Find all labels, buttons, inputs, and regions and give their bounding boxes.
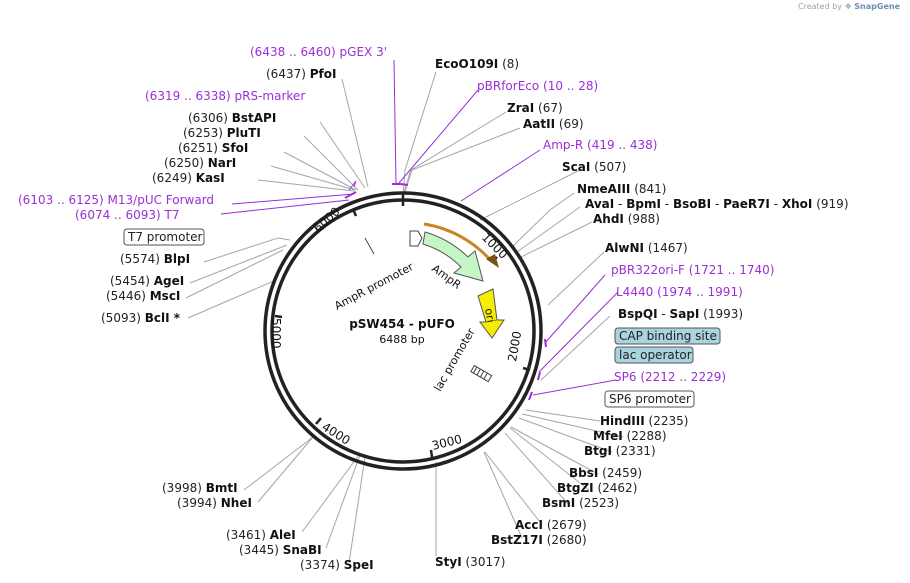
label-pluti: (6253) PluTI <box>183 126 261 140</box>
label-scai: ScaI (507) <box>562 160 626 174</box>
label-alwni: AlwNI (1467) <box>605 241 688 255</box>
label-ecoo109i: EcoO109I (8) <box>435 57 519 71</box>
cap-binding-box <box>614 327 721 345</box>
primer-mark-pbrforeco <box>399 183 409 186</box>
tick-2000 <box>522 366 531 372</box>
label-styi: StyI (3017) <box>435 555 505 569</box>
label-bmti: (3998) BmtI <box>162 481 238 495</box>
plasmid-size: 6488 bp <box>379 333 424 346</box>
label-cap: CAP binding site <box>619 329 717 343</box>
label-acci: AccI (2679) <box>515 518 587 532</box>
label-sfoi: (6251) SfoI <box>178 141 248 155</box>
tick-label-2000: 2000 <box>505 330 524 363</box>
label-ahdi: AhdI (988) <box>593 212 660 226</box>
ampr-orange-arrowhead <box>486 254 499 268</box>
label-snabi: (3445) SnaBI <box>239 543 322 557</box>
label-hindiii: HindIII (2235) <box>600 414 688 428</box>
label-agei: (5454) AgeI <box>110 274 184 288</box>
ampr-promoter-label: AmpR promoter <box>332 260 416 313</box>
label-ampr-primer: Amp-R (419 .. 438) <box>543 138 657 152</box>
ori-arrow <box>477 288 505 339</box>
label-pbr322: pBR322ori-F (1721 .. 1740) <box>611 263 774 277</box>
lac-promoter-feature <box>470 364 493 383</box>
features <box>364 222 505 383</box>
tick-4000 <box>315 417 322 425</box>
label-m13: (6103 .. 6125) M13/pUC Forward <box>18 193 214 207</box>
labels-right: AlwNI (1467) pBR322ori-F (1721 .. 1740) … <box>605 241 774 321</box>
primer-mark-pbr322 <box>544 338 547 348</box>
ampr-promoter-arrow <box>409 230 423 247</box>
label-bspqi: BspQI - SapI (1993) <box>618 307 743 321</box>
tick-5000 <box>274 314 283 319</box>
backbone-outer <box>263 191 543 471</box>
label-nhei: (3994) NheI <box>177 496 252 510</box>
label-kasi: (6249) KasI <box>152 171 225 185</box>
ori-label: ori <box>482 307 497 323</box>
label-avai: AvaI - BpmI - BsoBI - PaeR7I - XhoI (919… <box>585 197 849 211</box>
ampr-orange-arc <box>423 222 494 263</box>
lac-operator-box <box>614 346 694 364</box>
label-bcli: (5093) BclI * <box>101 311 181 325</box>
primer-mark-sp6 <box>528 391 533 401</box>
labels-bottom-right: HindIII (2235) MfeI (2288) BtgI (2331) B… <box>435 414 688 569</box>
label-sp6: SP6 (2212 .. 2229) <box>614 370 726 384</box>
label-t7promoter: T7 promoter <box>127 230 203 244</box>
label-zrai: ZraI (67) <box>507 101 563 115</box>
label-pfoi: (6437) PfoI <box>266 67 336 81</box>
sp6-promoter-box <box>604 390 695 408</box>
label-spei: (3374) SpeI <box>300 558 374 572</box>
lac-promoter-rect <box>470 364 493 383</box>
ampr-promoter-tick <box>364 237 375 255</box>
label-t7: (6074 .. 6093) T7 <box>75 208 180 222</box>
label-nmeaiii: NmeAIII (841) <box>577 182 666 196</box>
label-nari: (6250) NarI <box>164 156 236 170</box>
primer-leader-lines <box>220 59 619 396</box>
label-sp6promoter: SP6 promoter <box>609 392 691 406</box>
label-pgex: (6438 .. 6460) pGEX 3' <box>250 45 387 59</box>
label-l4440: L4440 (1974 .. 1991) <box>616 285 743 299</box>
coordinate-ticks <box>274 208 531 458</box>
tick-6000 <box>351 208 358 217</box>
backbone <box>263 191 543 471</box>
labels-bottom-left: (3998) BmtI (3994) NheI (3461) AleI (344… <box>162 481 374 572</box>
tick-3000 <box>429 449 434 458</box>
label-alei: (3461) AleI <box>226 528 296 542</box>
label-btgi: BtgI (2331) <box>584 444 656 458</box>
label-bstapi: (6306) BstAPI <box>188 111 276 125</box>
labels-top-left: (6438 .. 6460) pGEX 3' (6437) PfoI (6319… <box>18 45 387 222</box>
lac-promoter-label: lac promoter <box>431 326 478 394</box>
labels-left: (5574) BlpI (5454) AgeI (5446) MscI (509… <box>101 252 190 325</box>
label-prs: (6319 .. 6338) pRS-marker <box>145 89 305 103</box>
snapgene-credit: Created by ❖ SnapGene <box>798 2 900 11</box>
primer-mark-m13 <box>344 191 357 199</box>
ampr-arrow <box>422 231 484 282</box>
label-btgzi: BtgZI (2462) <box>557 481 637 495</box>
plasmid-name: pSW454 - pUFO <box>349 317 455 331</box>
label-pbrforeco: pBRforEco (10 .. 28) <box>477 79 598 93</box>
label-aatii: AatII (69) <box>523 117 584 131</box>
primer-mark-l4440 <box>537 371 541 381</box>
label-msci: (5446) MscI <box>106 289 180 303</box>
label-bstz17i: BstZ17I (2680) <box>491 533 587 547</box>
snapgene-logo-icon: ❖ <box>844 2 852 11</box>
label-bsmi: BsmI (2523) <box>542 496 619 510</box>
tick-label-5000: 5000 <box>269 318 283 349</box>
credit-prefix: Created by <box>798 2 843 11</box>
ampr-label: AmpR <box>429 262 464 292</box>
labels-top-right: EcoO109I (8) pBRforEco (10 .. 28) ZraI (… <box>435 57 849 226</box>
leader-lines <box>185 71 624 564</box>
label-lacop: lac operator <box>619 348 692 362</box>
label-blpi: (5574) BlpI <box>120 252 190 266</box>
t7-promoter-box <box>123 228 205 246</box>
label-mfei: MfeI (2288) <box>593 429 667 443</box>
label-bbsi: BbsI (2459) <box>569 466 642 480</box>
credit-brand: SnapGene <box>854 2 900 11</box>
